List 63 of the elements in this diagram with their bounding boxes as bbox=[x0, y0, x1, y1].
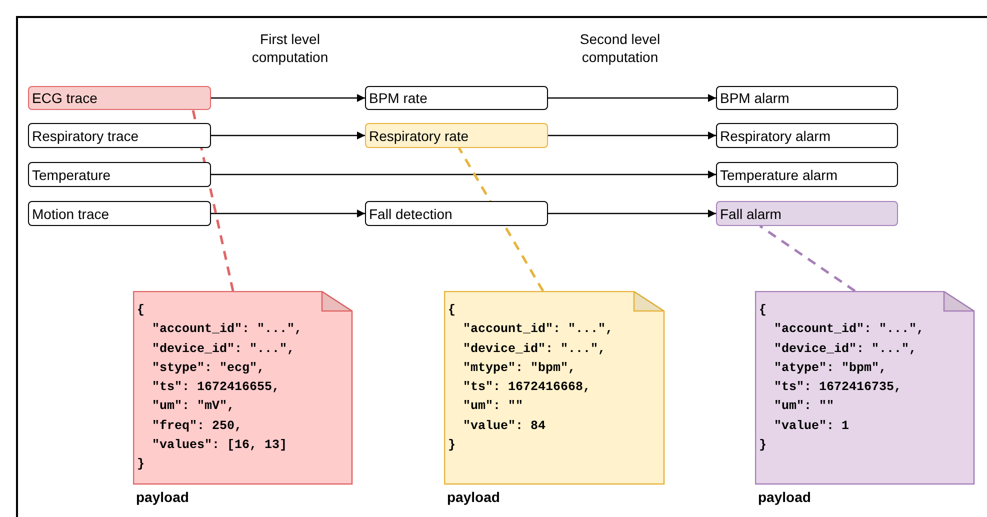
code-line: "account_id": "...", bbox=[151, 321, 304, 338]
code-line: { bbox=[137, 302, 146, 319]
document-note bbox=[755, 291, 975, 485]
node-label: Motion trace bbox=[32, 206, 110, 222]
node-label: Respiratory rate bbox=[369, 128, 469, 144]
process-box bbox=[365, 86, 548, 110]
code-line: { bbox=[448, 302, 457, 319]
code-line: "um": "" bbox=[773, 398, 836, 416]
process-box bbox=[716, 162, 898, 187]
caption-label: payload bbox=[758, 489, 811, 505]
code-line: "account_id": "...", bbox=[462, 321, 614, 338]
arrow bbox=[211, 210, 365, 218]
code-line: "stype": "ecg", bbox=[151, 360, 266, 377]
node-label: BPM rate bbox=[369, 90, 428, 106]
node-label: Fall detection bbox=[369, 206, 452, 222]
code-line: "um": "" bbox=[462, 398, 524, 416]
code-line: "value": 84 bbox=[462, 418, 547, 435]
leader-line bbox=[759, 224, 856, 292]
column-heading: Second level computation bbox=[578, 30, 662, 66]
process-box bbox=[28, 201, 211, 226]
node-label: ECG trace bbox=[32, 90, 98, 106]
code-line: "device_id": "...", bbox=[462, 340, 607, 358]
code-line: } bbox=[137, 456, 146, 474]
process-box bbox=[365, 201, 548, 226]
process-box bbox=[28, 86, 211, 110]
process-box bbox=[365, 123, 548, 148]
code-line: "device_id": "...", bbox=[773, 340, 918, 358]
caption-label: payload bbox=[447, 489, 500, 505]
node-label: Respiratory alarm bbox=[720, 128, 830, 144]
arrow bbox=[211, 132, 365, 140]
arrow bbox=[211, 170, 716, 178]
document-note bbox=[444, 291, 665, 485]
process-box bbox=[28, 123, 211, 148]
code-line: "freq": 250, bbox=[151, 418, 244, 435]
code-line: "um": "mV", bbox=[151, 398, 236, 416]
code-line: "mtype": "bpm", bbox=[462, 360, 577, 377]
code-line: "device_id": "...", bbox=[151, 340, 296, 358]
code-line: } bbox=[759, 437, 768, 454]
node-label: Temperature alarm bbox=[720, 166, 838, 182]
code-line: { bbox=[759, 302, 768, 319]
code-line: } bbox=[448, 437, 457, 454]
arrow bbox=[548, 210, 716, 218]
process-box bbox=[716, 86, 898, 110]
arrow bbox=[548, 132, 716, 140]
caption-label: payload bbox=[136, 489, 189, 505]
process-box bbox=[716, 201, 898, 226]
arrow bbox=[211, 94, 365, 102]
process-box bbox=[716, 123, 898, 148]
node-label: Respiratory trace bbox=[32, 128, 139, 144]
arrow bbox=[548, 94, 716, 102]
node-label: Fall alarm bbox=[720, 206, 782, 222]
code-line: "ts": 1672416735, bbox=[773, 379, 903, 396]
node-label: BPM alarm bbox=[720, 90, 790, 106]
column-heading: First level computation bbox=[250, 30, 330, 66]
code-line: "account_id": "...", bbox=[773, 321, 926, 338]
process-box bbox=[28, 162, 211, 187]
code-line: "ts": 1672416655, bbox=[151, 379, 281, 396]
code-line: "values": [16, 13] bbox=[151, 437, 288, 454]
node-label: Temperature bbox=[32, 166, 111, 182]
code-line: "ts": 1672416668, bbox=[462, 379, 592, 396]
code-line: "atype": "bpm", bbox=[773, 360, 888, 377]
code-line: "value": 1 bbox=[773, 418, 850, 435]
document-note bbox=[133, 291, 353, 485]
